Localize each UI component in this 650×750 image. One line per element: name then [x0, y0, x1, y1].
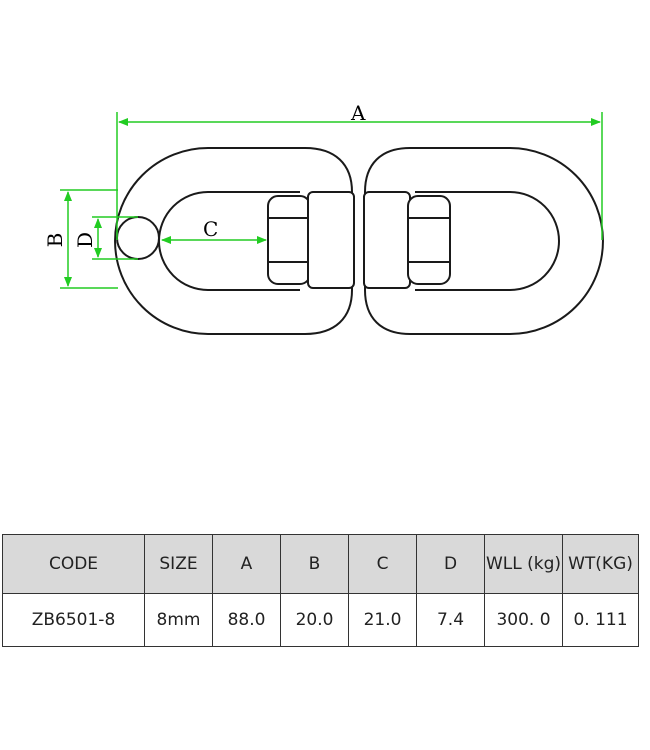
- swivel-center: [267, 191, 451, 289]
- cell-wll: 300. 0: [484, 593, 563, 647]
- header-wll: WLL (kg): [484, 534, 563, 594]
- spec-table: CODE SIZE A B C D WLL (kg) WT(KG) ZB6501…: [2, 534, 639, 647]
- dimension-d-label: D: [73, 232, 97, 248]
- dimension-a-label: A: [350, 101, 366, 125]
- right-nut: [407, 195, 451, 285]
- right-eye: [364, 147, 604, 335]
- wire-section: [116, 216, 160, 260]
- header-a: A: [212, 534, 281, 594]
- table-row: ZB6501-8 8mm 88.0 20.0 21.0 7.4 300. 0 0…: [2, 593, 639, 647]
- dimension-c-label: C: [203, 217, 218, 241]
- cell-wt: 0. 111: [562, 593, 639, 647]
- header-size: SIZE: [144, 534, 213, 594]
- left-collar: [307, 191, 355, 289]
- cell-code: ZB6501-8: [2, 593, 145, 647]
- header-b: B: [280, 534, 349, 594]
- header-wt: WT(KG): [562, 534, 639, 594]
- cell-size: 8mm: [144, 593, 213, 647]
- cell-b: 20.0: [280, 593, 349, 647]
- right-collar: [363, 191, 411, 289]
- dimension-lines: [60, 112, 603, 289]
- cell-d: 7.4: [416, 593, 485, 647]
- cell-c: 21.0: [348, 593, 417, 647]
- header-code: CODE: [2, 534, 145, 594]
- swivel-drawing: A B D C: [43, 101, 604, 335]
- cell-a: 88.0: [212, 593, 281, 647]
- dimension-b-label: B: [43, 233, 67, 248]
- table-header-row: CODE SIZE A B C D WLL (kg) WT(KG): [2, 534, 639, 594]
- header-c: C: [348, 534, 417, 594]
- header-d: D: [416, 534, 485, 594]
- left-nut: [267, 195, 311, 285]
